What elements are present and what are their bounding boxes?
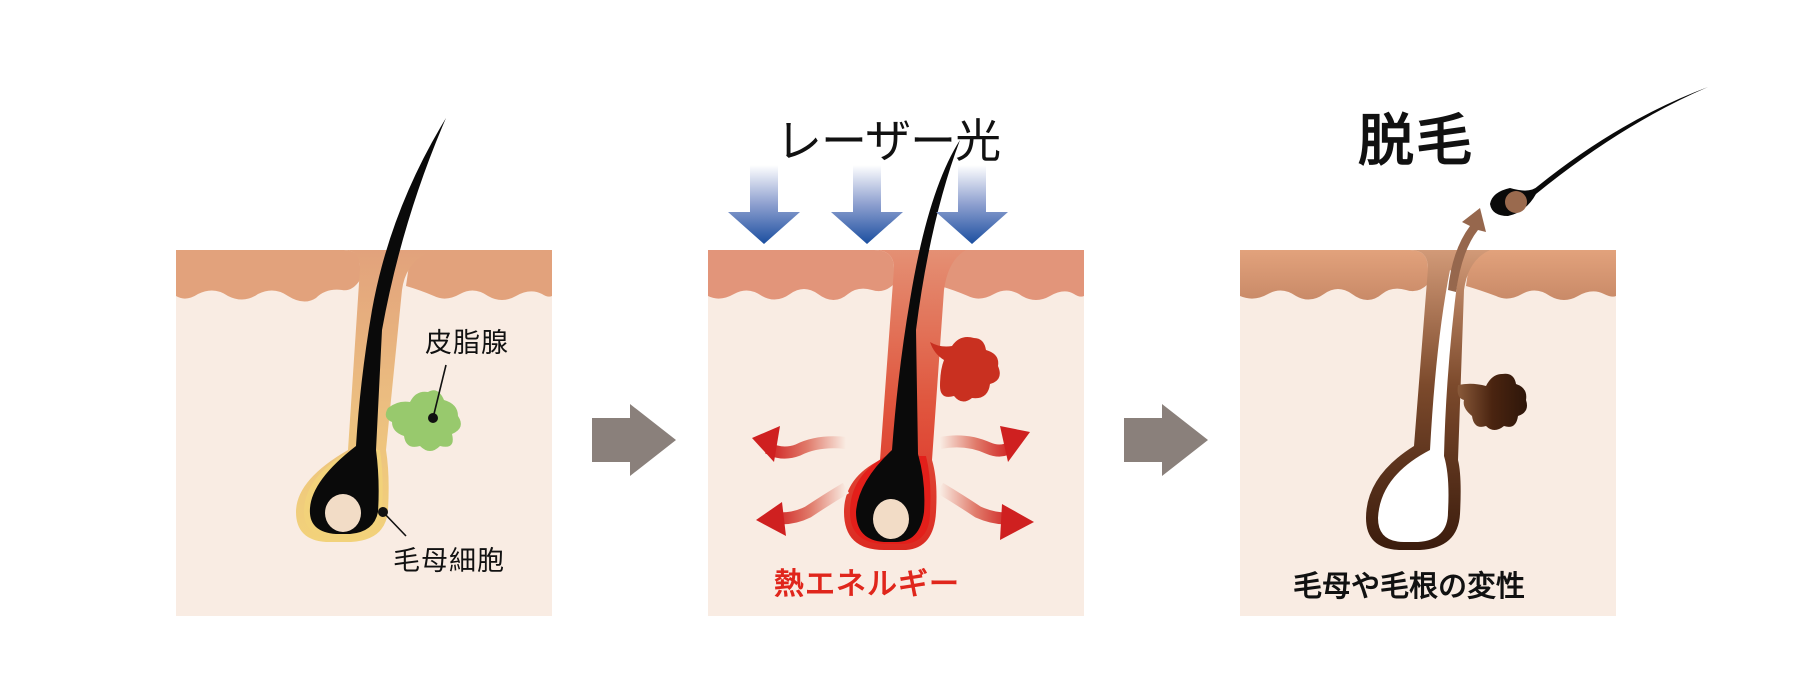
hair (309, 118, 446, 534)
panel-hair-removal: 毛母や毛根の変性 (1240, 87, 1708, 616)
empty-follicle-cavity (1378, 270, 1458, 542)
extraction-arrow-icon (1448, 208, 1486, 292)
step-arrow-right-icon (1124, 404, 1208, 476)
epidermis (708, 250, 894, 300)
epidermis (1240, 250, 1428, 300)
caption-heat-energy: 熱エネルギー (774, 567, 960, 602)
epidermis (1466, 250, 1616, 300)
hair (856, 140, 960, 542)
heat-arrows (752, 426, 1034, 540)
title-hair-removal: 脱毛 (1358, 109, 1474, 174)
label-hair-matrix-cells: 毛母細胞 (393, 546, 505, 577)
normal-follicle-illustration (176, 118, 552, 616)
heat-arrow-icon (752, 426, 780, 462)
step-arrow-right-icon (592, 404, 676, 476)
leader-line-matrix (382, 511, 407, 537)
marker-dot-gland (428, 413, 438, 423)
marker-dot-matrix (378, 507, 388, 517)
heat-arrow-icon (765, 436, 847, 459)
laser-arrow-icon (936, 165, 1008, 244)
laser-arrow-icon (831, 165, 903, 244)
epidermis (176, 250, 360, 302)
sebaceous-gland-degenerated (1457, 373, 1527, 430)
label-sebaceous-gland: 皮脂腺 (425, 328, 509, 359)
epidermis (940, 250, 1084, 300)
laser-arrow-icon (728, 165, 800, 244)
removed-hair-bulb-icon (1505, 191, 1527, 213)
caption-matrix-root-degeneration: 毛母や毛根の変性 (1293, 569, 1526, 603)
dermal-papilla (873, 499, 909, 539)
sebaceous-gland (385, 390, 461, 451)
panel-normal-follicle: 皮脂腺 毛母細胞 (176, 118, 552, 616)
laser-heating-illustration (708, 140, 1084, 616)
removed-hair (1490, 87, 1708, 216)
heat-arrow-icon (1000, 504, 1034, 540)
heat-arrow-icon (756, 502, 786, 536)
hair-removal-illustration (1240, 87, 1708, 616)
panel-laser-heating: 熱エネルギー (708, 140, 1084, 616)
sebaceous-gland-heated (930, 337, 1000, 402)
heat-arrow-icon (773, 482, 850, 525)
dermal-papilla (325, 494, 361, 532)
leader-line-gland (432, 364, 447, 419)
heat-arrow-icon (1000, 426, 1030, 462)
title-laser-light: レーザー光 (776, 114, 1001, 168)
laser-arrows (728, 165, 1008, 244)
epidermis (406, 250, 552, 300)
